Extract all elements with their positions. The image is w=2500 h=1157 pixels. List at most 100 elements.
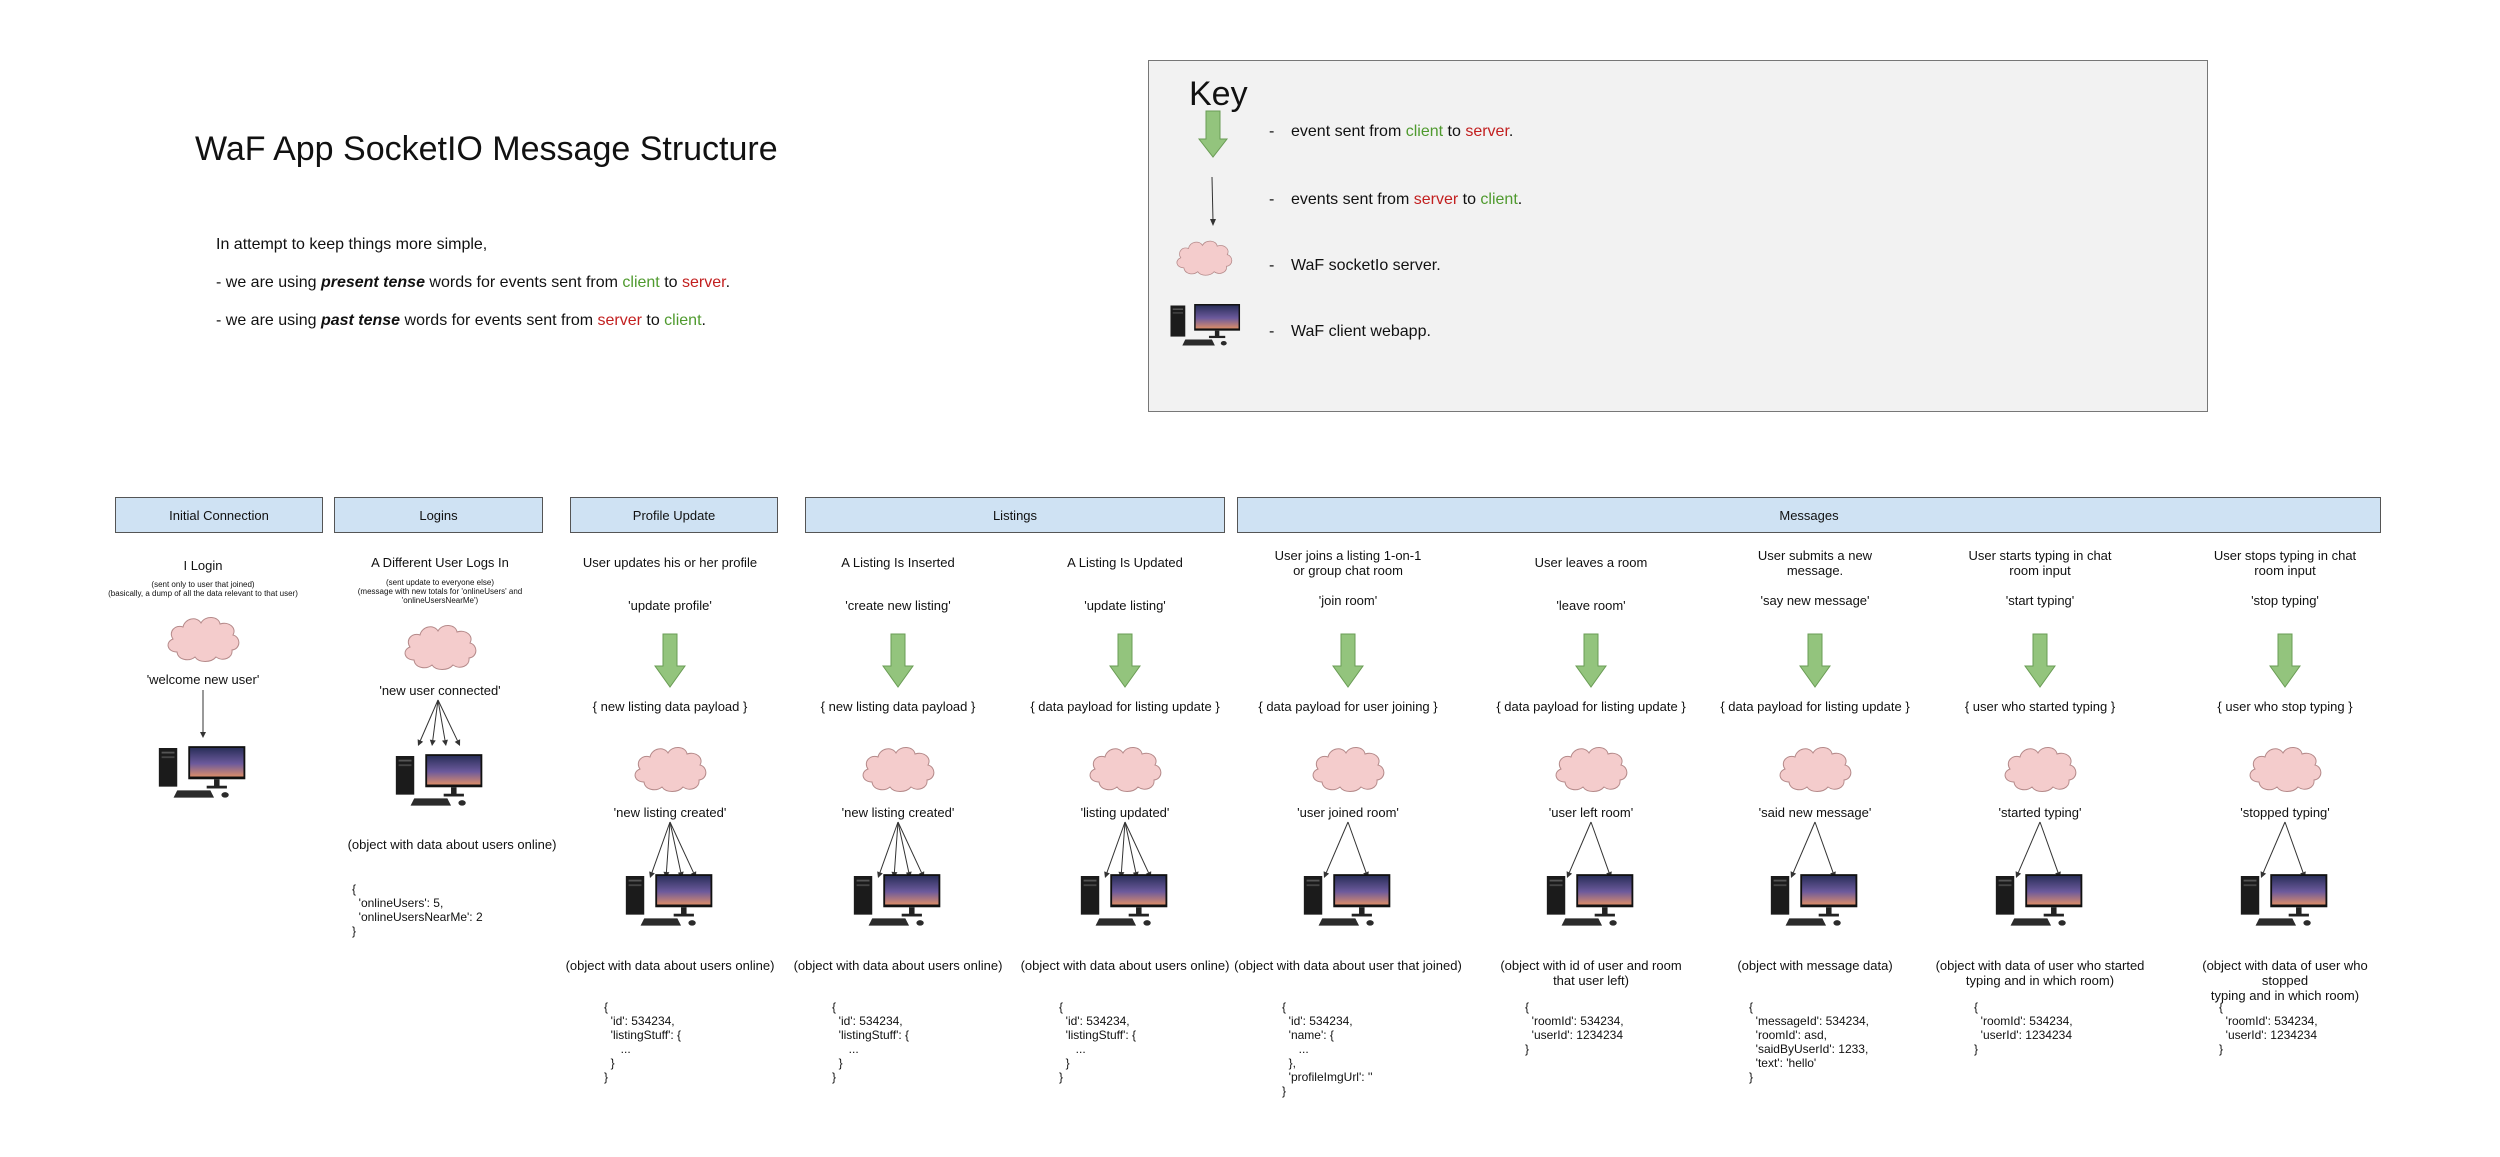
computer-icon [157, 742, 249, 805]
cloud-icon [1308, 740, 1388, 801]
client-to-server-arrow-icon [1799, 633, 1831, 688]
client-to-server-arrow-icon [882, 633, 914, 688]
payload-example: { 'roomId': 534234, 'userId': 1234234 } [2219, 1000, 2318, 1056]
event-note: (sent only to user that joined) (basical… [108, 580, 298, 598]
computer-icon [1169, 301, 1243, 352]
client-to-server-arrow-icon [1575, 633, 1607, 688]
event-title: A Listing Is Inserted [841, 555, 955, 570]
payload-description: (object with data about users online) [347, 837, 557, 852]
key-title: Key [1189, 75, 1248, 113]
computer-icon [2239, 870, 2331, 933]
payload-example: { 'messageId': 534234, 'roomId': asd, 's… [1749, 1000, 1869, 1084]
client-event-label: 'leave room' [1556, 598, 1626, 613]
client-payload-label: { user who started typing } [1964, 699, 2116, 714]
header-logins: Logins [334, 497, 543, 533]
intro-line-2: - we are using present tense words for e… [216, 274, 731, 291]
event-title: User starts typing in chat room input [1968, 548, 2112, 578]
cloud-icon [858, 740, 938, 801]
client-to-server-arrow-icon [1332, 633, 1364, 688]
server-to-clients-arrows-icon [417, 699, 461, 746]
cloud-icon [2245, 740, 2325, 801]
client-event-label: 'create new listing' [845, 598, 951, 613]
cloud-icon [1085, 740, 1165, 801]
payload-description: (object with data about users online) [793, 958, 1003, 973]
key-row-client: - WaF client webapp. [1149, 304, 2207, 365]
computer-icon [1302, 870, 1394, 933]
key-row-server: - WaF socketIo server. [1149, 237, 2207, 297]
key-text-client: WaF client webapp. [1291, 323, 1431, 340]
computer-icon [1769, 870, 1861, 933]
cloud-icon [1173, 233, 1235, 286]
key-row-client-event: - event sent from client to server. [1149, 109, 2207, 169]
client-event-label: 'say new message' [1760, 593, 1870, 608]
payload-example: { 'id': 534234, 'name': { ... }, 'profil… [1282, 1000, 1373, 1098]
intro-line-3: - we are using past tense words for even… [216, 312, 706, 329]
server-event-label: 'stopped typing' [2240, 805, 2330, 820]
server-to-client-arrow-icon [200, 690, 206, 738]
server-event-label: 'user left room' [1548, 805, 1634, 820]
computer-icon [1545, 870, 1637, 933]
client-payload-label: { data payload for listing update } [1496, 699, 1686, 714]
green-arrow-icon [1197, 110, 1229, 158]
server-event-label: 'new listing created' [841, 805, 955, 820]
key-dash: - [1269, 257, 1275, 274]
client-event-label: 'join room' [1318, 593, 1378, 608]
client-event-label: 'stop typing' [2251, 593, 2319, 608]
server-event-label: 'started typing' [1998, 805, 2082, 820]
header-profile-update: Profile Update [570, 497, 778, 533]
header-initial-connection: Initial Connection [115, 497, 323, 533]
client-to-server-arrow-icon [2024, 633, 2056, 688]
key-row-server-event: - events sent from server to client. [1149, 176, 2207, 237]
payload-example: { 'roomId': 534234, 'userId': 1234234 } [1525, 1000, 1624, 1056]
payload-description: (object with message data) [1737, 958, 1893, 973]
server-to-clients-arrows-icon [2015, 821, 2061, 878]
cloud-icon [1551, 740, 1631, 801]
client-payload-label: { new listing data payload } [592, 699, 748, 714]
payload-description: (object with id of user and room that us… [1500, 958, 1682, 988]
server-event-label: 'welcome new user' [146, 672, 260, 687]
client-event-label: 'update listing' [1084, 598, 1166, 613]
thin-arrow-icon [1210, 176, 1216, 226]
server-event-label: 'said new message' [1758, 805, 1872, 820]
client-event-label: 'update profile' [628, 598, 712, 613]
client-payload-label: { data payload for user joining } [1258, 699, 1438, 714]
payload-example: { 'id': 534234, 'listingStuff': { ... } … [604, 1000, 682, 1084]
client-event-label: 'start typing' [2005, 593, 2075, 608]
key-text-server-event: events sent from server to client. [1291, 191, 1523, 208]
header-messages: Messages [1237, 497, 2381, 533]
header-listings: Listings [805, 497, 1225, 533]
server-event-label: 'listing updated' [1080, 805, 1170, 820]
client-payload-label: { user who stop typing } [2217, 699, 2353, 714]
computer-icon [624, 870, 716, 933]
client-payload-label: { new listing data payload } [820, 699, 976, 714]
key-text-server: WaF socketIo server. [1291, 257, 1441, 274]
computer-icon [852, 870, 944, 933]
event-title: User joins a listing 1-on-1 or group cha… [1274, 548, 1422, 578]
server-event-label: 'user joined room' [1297, 805, 1399, 820]
key-box: Key - event sent from client to server. … [1148, 60, 2208, 412]
event-title: User submits a new message. [1757, 548, 1873, 578]
client-payload-label: { data payload for listing update } [1030, 699, 1220, 714]
client-payload-label: { data payload for listing update } [1720, 699, 1910, 714]
client-to-server-arrow-icon [1109, 633, 1141, 688]
event-title: User stops typing in chat room input [2213, 548, 2357, 578]
cloud-icon [400, 618, 480, 679]
payload-example: { 'onlineUsers': 5, 'onlineUsersNearMe':… [352, 882, 483, 938]
server-event-label: 'new user connected' [379, 683, 501, 698]
payload-description: (object with data of user who started ty… [1935, 958, 2145, 988]
payload-example: { 'id': 534234, 'listingStuff': { ... } … [1059, 1000, 1137, 1084]
server-event-label: 'new listing created' [613, 805, 727, 820]
key-dash: - [1269, 323, 1275, 340]
payload-description: (object with data about users online) [565, 958, 775, 973]
server-to-clients-arrows-icon [649, 821, 697, 878]
page-title: WaF App SocketIO Message Structure [195, 130, 778, 168]
cloud-icon [1775, 740, 1855, 801]
event-title: A Listing Is Updated [1067, 555, 1183, 570]
computer-icon [394, 750, 486, 813]
cloud-icon [163, 610, 243, 671]
computer-icon [1079, 870, 1171, 933]
cloud-icon [2000, 740, 2080, 801]
key-text-client-event: event sent from client to server. [1291, 123, 1514, 140]
event-note: (sent update to everyone else) (message … [357, 578, 523, 605]
payload-description: (object with data about users online) [1020, 958, 1230, 973]
